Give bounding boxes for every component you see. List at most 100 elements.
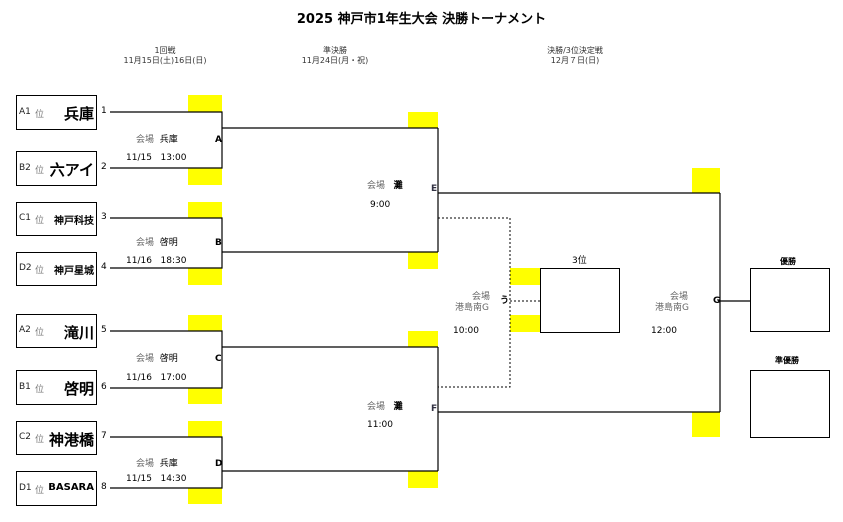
seed: A1: [19, 107, 31, 117]
round-date: 12月７日(日): [550, 56, 600, 65]
seed-rank: 位: [35, 486, 45, 496]
match-d-label: D: [215, 459, 223, 469]
seed: B1: [19, 382, 31, 392]
seed-rank: 位: [35, 266, 45, 276]
match-c-line: [110, 330, 438, 389]
team-name: 神戸星城: [54, 266, 94, 277]
round-name: 準決勝: [323, 46, 347, 55]
match-g-venue: 港島南G: [655, 303, 689, 313]
team-box: B1 位 啓明: [16, 370, 97, 405]
team-box: B2 位六アイ: [16, 151, 97, 186]
seed: A2: [19, 325, 31, 335]
match-u-time: 10:00: [453, 326, 479, 336]
venue: 兵庫: [159, 459, 178, 469]
seed-rank: 位: [35, 110, 45, 120]
venue: 啓明: [159, 354, 178, 364]
match-g-time: 12:00: [651, 326, 677, 336]
score-box: [188, 95, 222, 112]
score-box: [188, 388, 222, 404]
match-f-line: [437, 347, 720, 471]
seed-rank: 位: [35, 435, 45, 445]
venue-label: 会場: [136, 354, 155, 364]
seed: C2: [19, 432, 32, 442]
round-date: 11月24日(月・祝): [301, 56, 369, 65]
seed-rank: 位: [35, 166, 45, 176]
match-g-line: [719, 193, 750, 412]
seed-rank: 位: [35, 216, 45, 226]
score-box: [408, 331, 438, 347]
seed: B2: [19, 163, 31, 173]
runner-up-label: 準優勝: [775, 356, 799, 365]
round-date: 11月15日(土)16日(日): [123, 56, 207, 65]
date: 11/16: [126, 373, 152, 383]
match-u-venue-label: 会場: [472, 292, 491, 302]
match-b-venue: 会場 啓明: [136, 238, 178, 249]
score-box: [188, 168, 222, 185]
match-e-label: E: [431, 184, 438, 194]
match-e-line: [437, 128, 720, 252]
slot-number: 7: [101, 431, 107, 441]
time: 18:30: [160, 256, 187, 266]
team-box: A2 位 滝川: [16, 314, 97, 348]
score-box: [188, 268, 222, 285]
score-box: [188, 315, 222, 331]
round-name: 決勝/3位決定戦: [547, 46, 603, 55]
match-d-time: 11/15 14:30: [126, 474, 186, 485]
slot-number: 3: [101, 212, 107, 222]
match-a-line: [110, 111, 438, 169]
slot-number: 1: [101, 106, 107, 116]
venue-label: 会場: [136, 135, 155, 145]
match-d-venue: 会場 兵庫: [136, 459, 178, 470]
match-d-line: [110, 436, 438, 489]
time: 14:30: [160, 474, 187, 484]
team-name: 六アイ: [49, 161, 94, 179]
seed: D2: [19, 263, 32, 273]
match-u-venue: 港島南G: [455, 303, 489, 313]
match-g-venue-label: 会場: [670, 292, 689, 302]
team-name: 啓明: [63, 380, 94, 398]
score-box: [692, 412, 720, 437]
team-name: 神戸科技: [54, 216, 94, 227]
slot-number: 8: [101, 482, 107, 492]
venue-label: 会場: [367, 402, 386, 412]
score-box: [188, 488, 222, 504]
venue-label: 会場: [367, 181, 386, 191]
venue-label: 会場: [136, 459, 155, 469]
venue: 灘: [393, 181, 403, 191]
seed: D1: [19, 483, 32, 493]
match-c-time: 11/16 17:00: [126, 373, 186, 384]
score-box: [408, 252, 438, 269]
score-box: [692, 168, 720, 193]
seed-rank: 位: [35, 385, 45, 395]
date: 11/15: [126, 153, 152, 163]
time: 13:00: [160, 153, 187, 163]
date: 11/15: [126, 474, 152, 484]
round-name: 1回戦: [154, 46, 176, 55]
slot-number: 2: [101, 162, 107, 172]
team-name: BASARA: [48, 482, 94, 493]
team-name: 滝川: [63, 324, 94, 342]
match-a-time: 11/15 13:00: [126, 153, 186, 164]
slot-number: 6: [101, 382, 107, 392]
match-b-line: [110, 217, 438, 269]
match-u-label: う: [500, 296, 510, 306]
venue: 灘: [393, 402, 403, 412]
venue: 啓明: [159, 238, 178, 248]
score-box: [510, 315, 540, 332]
date: 11/16: [126, 256, 152, 266]
match-g-label: G: [713, 296, 721, 306]
match-c-label: C: [215, 354, 222, 364]
seed-rank: 位: [35, 328, 45, 338]
match-c-venue: 会場 啓明: [136, 354, 178, 365]
match-f-label: F: [431, 404, 438, 414]
slot-number: 5: [101, 325, 107, 335]
